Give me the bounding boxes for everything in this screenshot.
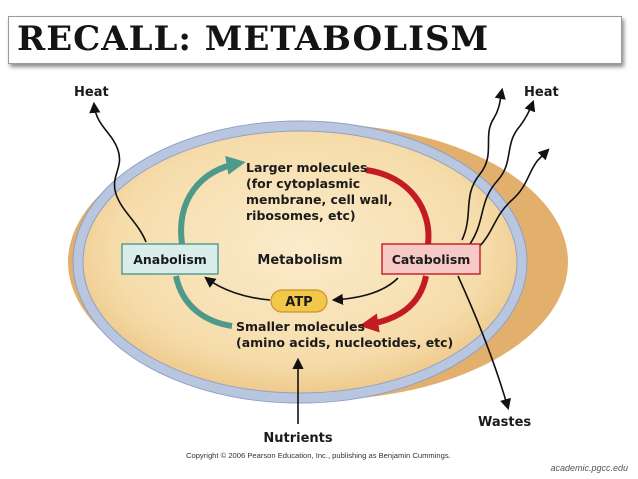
- catabolism-to-atp-arrow: [331, 277, 399, 305]
- membrane-inner-line: [82, 130, 518, 394]
- membrane-outer-line: [72, 120, 528, 404]
- smaller-molecules-line-2: (amino acids, nucleotides, etc): [236, 335, 453, 350]
- smaller-molecules-line-1: Smaller molecules: [236, 319, 365, 334]
- heat-arrow-right-3: [477, 148, 550, 249]
- title-bar: RECALL: METABOLISM: [8, 16, 622, 64]
- copyright-notice: Copyright © 2006 Pearson Education, Inc.…: [186, 451, 451, 460]
- wastes-arrow: [457, 275, 511, 411]
- anabolism-box: [121, 243, 219, 275]
- larger-molecules-line-4: ribosomes, etc): [246, 208, 356, 223]
- catabolism-arrow-down: [365, 167, 432, 245]
- page-title: RECALL: METABOLISM: [17, 19, 490, 59]
- catabolism-arrow-bottom: [359, 275, 429, 333]
- anabolism-label: Anabolism: [133, 252, 207, 267]
- heat-label-left: Heat: [74, 85, 109, 100]
- atp-to-anabolism-arrow: [204, 276, 271, 301]
- heat-arrow-right-2: [469, 99, 536, 245]
- larger-molecules-line-1: Larger molecules: [246, 160, 367, 175]
- anabolism-arrow-up: [178, 155, 246, 245]
- atp-label: ATP: [285, 295, 312, 310]
- heat-arrow-left: [89, 101, 147, 243]
- heat-arrow-right-1: [461, 87, 506, 241]
- wastes-label: Wastes: [478, 415, 531, 430]
- atp-pill: [270, 289, 328, 313]
- larger-molecules-line-2: (for cytoplasmic: [246, 176, 360, 191]
- catabolism-label: Catabolism: [392, 252, 471, 267]
- heat-label-right: Heat: [524, 85, 559, 100]
- nutrients-label: Nutrients: [263, 431, 333, 446]
- anabolism-arrow-down: [173, 275, 233, 329]
- metabolism-label: Metabolism: [257, 253, 342, 268]
- larger-molecules-line-3: membrane, cell wall,: [246, 192, 393, 207]
- cell-membrane: [73, 121, 527, 403]
- catabolism-box: [381, 243, 481, 275]
- source-credit: academic.pgcc.edu: [550, 463, 628, 473]
